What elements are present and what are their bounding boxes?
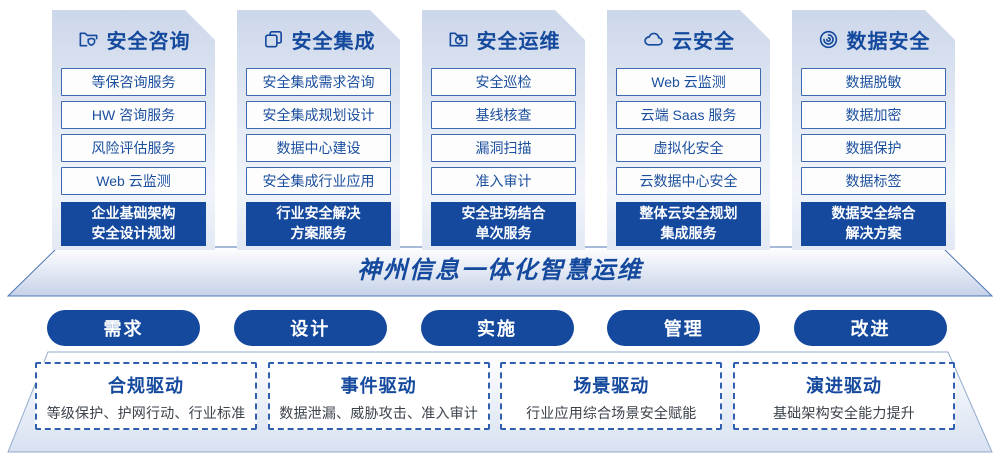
panel-header: 安全咨询 [52,24,215,54]
driver-evolution: 演进驱动 基础架构安全能力提升 [732,362,955,430]
pill-implementation: 实施 [420,310,574,346]
service-item: 云端 Saas 服务 [616,101,761,129]
panel-footer: 行业安全解决 方案服务 [246,202,391,246]
panel-cloud-security: 云安全 Web 云监测 云端 Saas 服务 虚拟化安全 云数据中心安全 整体云… [607,10,770,250]
panel-footer: 企业基础架构 安全设计规划 [61,202,206,246]
panel-title: 云安全 [672,30,735,53]
service-item: 数据标签 [801,167,946,195]
driver-desc: 基础架构安全能力提升 [772,405,915,421]
fingerprint-disc-icon [819,30,837,48]
pill-requirements: 需求 [47,310,200,346]
service-item: Web 云监测 [61,167,206,195]
service-item: 等保咨询服务 [61,68,206,96]
panel-security-operations: 安全运维 安全巡检 基线核查 漏洞扫描 准入审计 安全驻场结合 单次服务 [422,10,585,250]
service-item: HW 咨询服务 [61,101,206,129]
folder-pie-chart-icon [449,31,467,47]
panel-title: 安全运维 [476,30,561,53]
service-item: 云数据中心安全 [616,167,761,195]
panel-header: 安全集成 [237,24,400,54]
driver-compliance: 合规驱动 等级保护、护网行动、行业标准 [35,362,257,430]
panel-header: 安全运维 [422,24,585,54]
process-steps: 需求 设计 实施 管理 改进 [47,310,947,346]
driver-boxes: 合规驱动 等级保护、护网行动、行业标准 事件驱动 数据泄漏、威胁攻击、准入审计 … [35,362,955,430]
service-item: 数据中心建设 [246,134,391,162]
pill-management: 管理 [607,310,761,346]
panel-title: 安全咨询 [106,30,191,53]
service-list: Web 云监测 云端 Saas 服务 虚拟化安全 云数据中心安全 [607,68,770,195]
service-item: 安全集成行业应用 [246,167,391,195]
panel-title: 数据安全 [846,30,931,53]
panel-footer: 整体云安全规划 集成服务 [616,202,761,246]
driver-title: 合规驱动 [108,376,184,396]
panel-title: 安全集成 [291,30,376,53]
driver-title: 场景驱动 [573,376,650,396]
panel-security-consulting: 安全咨询 等保咨询服务 HW 咨询服务 风险评估服务 Web 云监测 企业基础架… [52,10,215,250]
service-item: 漏洞扫描 [431,134,576,162]
service-item: 基线核查 [431,101,576,129]
driver-desc: 等级保护、护网行动、行业标准 [46,405,246,421]
service-item: 安全集成规划设计 [246,101,391,129]
platform-title: 神州信息一体化智慧运维 [357,257,643,284]
service-list: 等保咨询服务 HW 咨询服务 风险评估服务 Web 云监测 [52,68,215,195]
panel-header: 数据安全 [792,24,955,54]
panel-footer: 安全驻场结合 单次服务 [431,202,576,246]
service-item: 安全巡检 [431,68,576,96]
panel-data-security: 数据安全 数据脱敏 数据加密 数据保护 数据标签 数据安全综合 解决方案 [792,10,955,250]
service-item: 数据保护 [801,134,946,162]
service-item: Web 云监测 [616,68,761,96]
stacked-documents-icon [264,30,282,48]
driver-desc: 数据泄漏、威胁攻击、准入审计 [279,405,479,421]
driver-title: 演进驱动 [805,376,882,396]
panel-footer: 数据安全综合 解决方案 [801,202,946,246]
driver-title: 事件驱动 [340,376,417,396]
driver-incident: 事件驱动 数据泄漏、威胁攻击、准入审计 [267,362,490,430]
panel-header: 云安全 [607,24,770,54]
driver-desc: 行业应用综合场景安全赋能 [526,405,697,421]
service-list: 安全集成需求咨询 安全集成规划设计 数据中心建设 安全集成行业应用 [237,68,400,195]
cloud-icon [644,32,663,46]
driver-scenario: 场景驱动 行业应用综合场景安全赋能 [500,362,723,430]
panel-security-integration: 安全集成 安全集成需求咨询 安全集成规划设计 数据中心建设 安全集成行业应用 行… [237,10,400,250]
service-item: 数据脱敏 [801,68,946,96]
pill-design: 设计 [233,310,387,346]
service-item: 风险评估服务 [61,134,206,162]
service-list: 数据脱敏 数据加密 数据保护 数据标签 [792,68,955,195]
folder-shield-icon [79,31,97,47]
service-list: 安全巡检 基线核查 漏洞扫描 准入审计 [422,68,585,195]
pill-improvement: 改进 [794,310,947,346]
service-item: 安全集成需求咨询 [246,68,391,96]
service-item: 数据加密 [801,101,946,129]
service-item: 虚拟化安全 [616,134,761,162]
service-item: 准入审计 [431,167,576,195]
